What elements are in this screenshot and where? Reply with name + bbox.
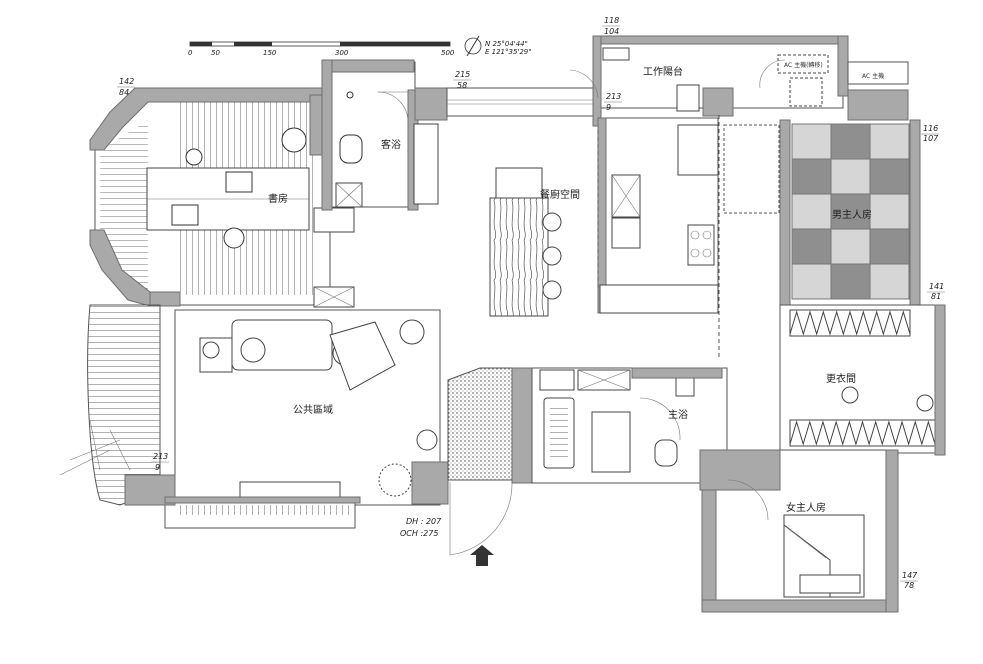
entry-stone-floor (447, 367, 521, 481)
hall-window (446, 87, 598, 117)
dimension-boy-right: 116 107 (921, 124, 939, 143)
north-coordinate: N 25°04'44" (485, 40, 528, 48)
floor-tile (791, 123, 832, 160)
scale-tick-0: 0 (188, 49, 193, 57)
scale-tick-500: 500 (441, 49, 455, 57)
dimension-balcony-top: 118 104 (602, 16, 620, 36)
entry-right-wall (511, 367, 533, 484)
boy-room-top-wall (847, 89, 909, 121)
scale-tick-50: 50 (211, 49, 220, 57)
study-room (94, 94, 355, 308)
svg-text:81: 81 (931, 292, 941, 301)
scale-bar: 0 50 150 300 500 (188, 41, 455, 57)
public-area (59, 304, 441, 529)
dimension-closet-right: 141 81 (927, 282, 945, 301)
floor-tile (830, 123, 871, 160)
svg-text:9: 9 (606, 103, 611, 112)
floor-tile (830, 263, 871, 300)
ac-unit-label-2: AC 主機 (862, 72, 884, 80)
work-balcony-label: 工作陽台 (643, 65, 683, 78)
floor-tile (791, 228, 832, 265)
svg-text:116: 116 (923, 124, 938, 133)
floor-tile (830, 193, 871, 230)
door-height-och: OCH :275 (400, 529, 438, 538)
svg-text:142: 142 (119, 77, 134, 86)
dining-label: 餐廚空間 (540, 188, 580, 201)
east-coordinate: E 121°35'29" (485, 48, 531, 56)
floor-tile (869, 263, 910, 300)
floor-tile (830, 158, 871, 195)
svg-text:215: 215 (455, 70, 470, 79)
entry-arrow-icon (470, 545, 494, 566)
public-bottom-wall (164, 496, 361, 504)
study-bottom-wall (149, 291, 181, 307)
guest-bath-label: 客浴 (381, 138, 401, 151)
entry-door-swing (449, 481, 513, 556)
dimension-kitchen-left: 213 9 (604, 92, 622, 112)
north-arrow-icon (464, 35, 482, 57)
guest-bath (321, 59, 439, 211)
floor-tile (869, 228, 910, 265)
scale-tick-300: 300 (335, 49, 349, 57)
ac-unit-label-1: AC 主機(轉移) (784, 61, 823, 69)
floor-tile (791, 158, 832, 195)
svg-text:141: 141 (929, 282, 944, 291)
dimension-top-left: 142 84 (117, 77, 135, 97)
svg-text:147: 147 (902, 571, 918, 580)
boy-room-right-wall (909, 119, 921, 306)
hall-pillar (414, 87, 448, 121)
scale-tick-150: 150 (263, 49, 277, 57)
floor-tile (830, 228, 871, 265)
svg-text:107: 107 (923, 134, 939, 143)
dimension-girl-right: 147 78 (900, 571, 918, 590)
svg-text:118: 118 (604, 16, 619, 25)
svg-text:58: 58 (457, 81, 467, 90)
dimension-public-left: 213 9 (151, 452, 169, 472)
master-bath-label: 主浴 (668, 409, 688, 421)
work-balcony (569, 35, 849, 127)
public-area-label: 公共區域 (293, 403, 333, 416)
study-label: 書房 (268, 192, 288, 205)
svg-text:78: 78 (904, 581, 914, 590)
dimension-hall-top: 215 58 (453, 70, 471, 90)
svg-text:213: 213 (606, 92, 621, 101)
floor-tile (791, 193, 832, 230)
floor-tile (869, 193, 910, 230)
svg-text:213: 213 (153, 452, 168, 461)
svg-text:84: 84 (119, 88, 129, 97)
dining-kitchen (489, 115, 780, 360)
girl-room-label: 女主人房 (786, 501, 826, 514)
closet-label: 更衣間 (826, 372, 856, 385)
door-height-dh: DH : 207 (406, 517, 442, 526)
boy-room-left-wall (779, 119, 791, 306)
girl-room (699, 449, 899, 613)
svg-text:104: 104 (604, 27, 619, 36)
closet-room (779, 304, 946, 456)
floor-tile (869, 158, 910, 195)
boy-room-floor (791, 123, 910, 300)
entry-left-pillar (411, 461, 449, 505)
ac-outdoor-box (847, 61, 909, 85)
floor-tile (869, 123, 910, 160)
floor-tile (791, 263, 832, 300)
boy-room-label: 男主人房 (832, 208, 872, 221)
svg-text:9: 9 (155, 463, 160, 472)
master-bath (531, 367, 728, 484)
